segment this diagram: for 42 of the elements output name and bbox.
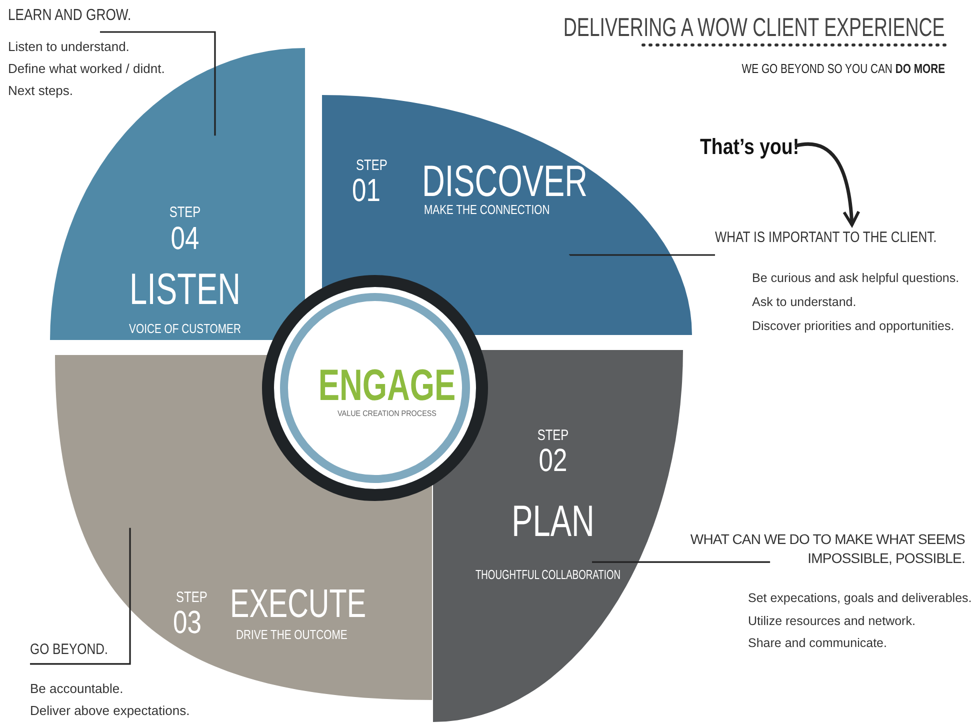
callout-text: Discover priorities and opportunities. [752,320,954,332]
step-number: 03 [173,606,202,638]
callout-heading: WHAT IS IMPORTANT TO THE CLIENT. [715,230,937,245]
callout-text: Listen to understand. [8,40,130,53]
step-subtitle: DRIVE THE OUTCOME [236,628,348,641]
step-label: STEP [537,428,569,443]
title: DELIVERING A WOW CLIENT EXPERIENCE [564,14,945,40]
center-title: ENGAGE [318,364,456,408]
leader-line [30,528,131,665]
callout-text: Set expecations, goals and deliverables. [748,592,971,604]
step-number: 02 [538,444,568,476]
step-label: STEP [356,158,388,173]
center-subtitle: VALUE CREATION PROCESS [338,410,436,418]
step-number: 01 [352,174,380,206]
callout-heading: GO BEYOND. [30,642,108,657]
step-label: STEP [176,590,208,605]
callout-text: Define what worked / didnt. [8,62,165,75]
callout-text: Be curious and ask helpful questions. [752,272,960,284]
curved-arrow [794,142,860,226]
callout-text: Ask to understand. [752,296,856,308]
step-subtitle: THOUGHTFUL COLLABORATION [475,568,621,581]
step-title: PLAN [512,500,594,544]
step-title: EXECUTE [230,584,366,624]
callout-text: Deliver above expectations. [30,704,190,717]
leader-line [591,561,770,563]
leader-line [569,254,715,256]
callout-heading: WHAT CAN WE DO TO MAKE WHAT SEEMS IMPOSSIBLE, POSSIBLE. [689,530,965,568]
callout-heading: LEARN AND GROW. [8,8,132,24]
step-subtitle: MAKE THE CONNECTION [424,203,550,216]
step-title: DISCOVER [422,160,588,204]
callout-text: Share and communicate. [748,637,887,650]
step-title: LISTEN [130,268,240,312]
leader-line [100,31,216,136]
callout-text: Next steps. [8,84,74,97]
step-segment [322,95,692,335]
callout-heading: That’s you! [700,136,800,158]
tagline: WE GO BEYOND SO YOU CAN DO MORE [742,62,945,75]
step-label: STEP [169,205,201,220]
step-number: 04 [170,222,200,254]
callout-text: Be accountable. [30,682,124,695]
callout-text: Utilize resources and network. [748,615,916,628]
step-subtitle: VOICE OF CUSTOMER [129,322,241,335]
